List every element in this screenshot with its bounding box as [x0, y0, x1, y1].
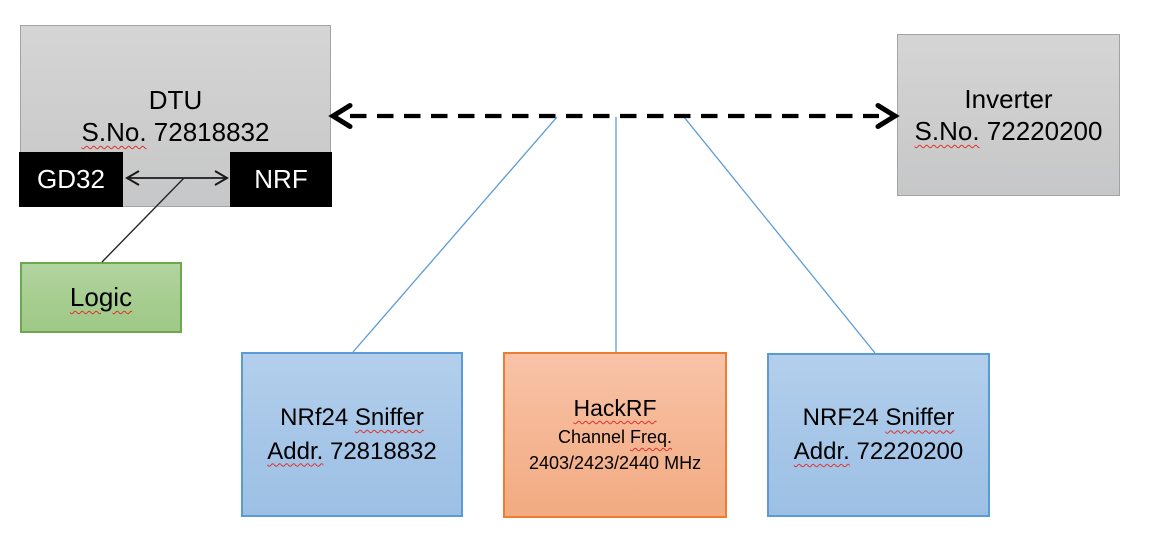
hackrf-channel-line: Channel Freq. [558, 424, 672, 450]
hackrf-freq-word: Freq. [630, 426, 673, 447]
sniffer-left-name-line: NRf24 Sniffer [280, 401, 424, 435]
sniffer-left-box: NRf24 Sniffer Addr. 72818832 [241, 352, 463, 517]
sniffer-left-address: 72818832 [329, 437, 437, 465]
nrf-chip-label: NRF [254, 164, 308, 194]
dtu-sno-label: S.No. [81, 117, 147, 147]
logic-label: Logic [69, 282, 133, 312]
logic-box: Logic [20, 262, 182, 333]
sniffer-left-role: Sniffer [354, 403, 424, 431]
sniffer-right-connector-line [683, 116, 876, 354]
sniffer-right-addr-line: Addr. 72220200 [794, 435, 964, 469]
sniffer-right-name-line: NRF24 Sniffer [803, 401, 955, 435]
sniffer-left-model: NRf24 [280, 403, 349, 431]
hackrf-channel-word: Channel [557, 426, 626, 447]
dtu-serial-line: S.No. 72818832 [82, 116, 270, 149]
dtu-title: DTU [148, 84, 203, 115]
sniffer-right-box: NRF24 Sniffer Addr. 72220200 [767, 353, 990, 517]
sniffer-left-addr-label: Addr. [267, 437, 324, 465]
gd32-chip-label: GD32 [37, 164, 105, 194]
inverter-title: Inverter [964, 83, 1053, 114]
sniffer-right-role: Sniffer [885, 404, 955, 432]
inverter-serial-number: 72220200 [986, 116, 1103, 146]
sniffer-right-model: NRF24 [802, 404, 879, 432]
inverter-box: Inverter S.No. 72220200 [897, 34, 1120, 196]
dashed-link-left-arrowhead-icon [328, 103, 353, 129]
sniffer-left-addr-line: Addr. 72818832 [267, 435, 437, 469]
sniffer-left-connector-line [352, 116, 558, 353]
inverter-serial-line: S.No. 72220200 [915, 115, 1103, 148]
sniffer-right-addr-label: Addr. [793, 438, 850, 465]
sniffer-right-address: 72220200 [856, 438, 964, 465]
hackrf-box: HackRF Channel Freq. 2403/2423/2440 MHz [503, 352, 727, 518]
dashed-link-right-arrowhead-icon [875, 103, 900, 129]
hackrf-frequencies: 2403/2423/2440 MHz [528, 452, 702, 473]
nrf-chip-box: NRF [230, 152, 332, 207]
hackrf-title: HackRF [573, 394, 657, 421]
dtu-serial-number: 72818832 [153, 117, 270, 147]
gd32-chip-box: GD32 [19, 152, 123, 207]
inverter-sno-label: S.No. [914, 116, 980, 146]
